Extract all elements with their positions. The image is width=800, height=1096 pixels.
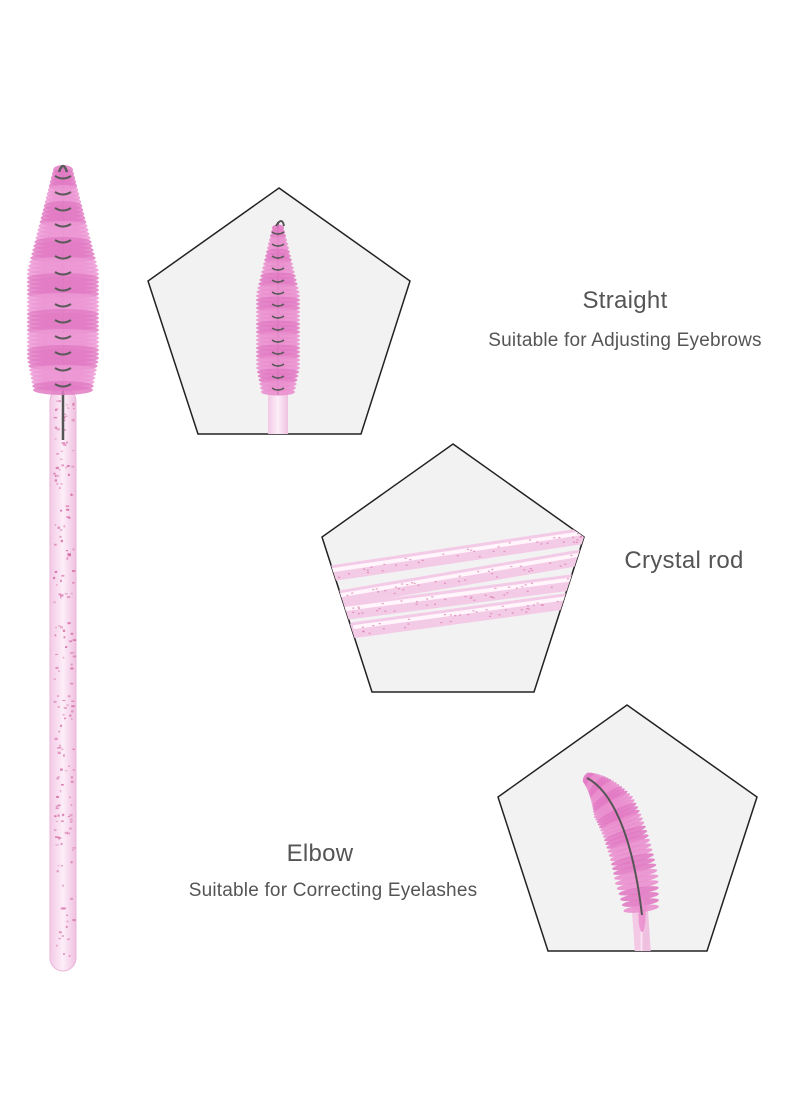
feature-subtitle-elbow: Suitable for Correcting Eyelashes [188,880,478,901]
pentagon-elbow [497,704,758,952]
mascara-wand-icon [27,164,99,972]
crystal-rods-closeup [322,527,584,638]
feature-subtitle-straight: Suitable for Adjusting Eyebrows [488,330,762,351]
pentagon-straight [147,187,411,435]
bristle-head [27,165,99,395]
feature-title-elbow: Elbow [286,840,354,867]
feature-title-straight: Straight [582,287,668,314]
wire-twist [54,164,72,388]
mini-bristle-head [256,224,300,396]
feature-title-crystal-rod: Crystal rod [624,547,744,574]
pentagon-crystal-rod [321,443,585,693]
